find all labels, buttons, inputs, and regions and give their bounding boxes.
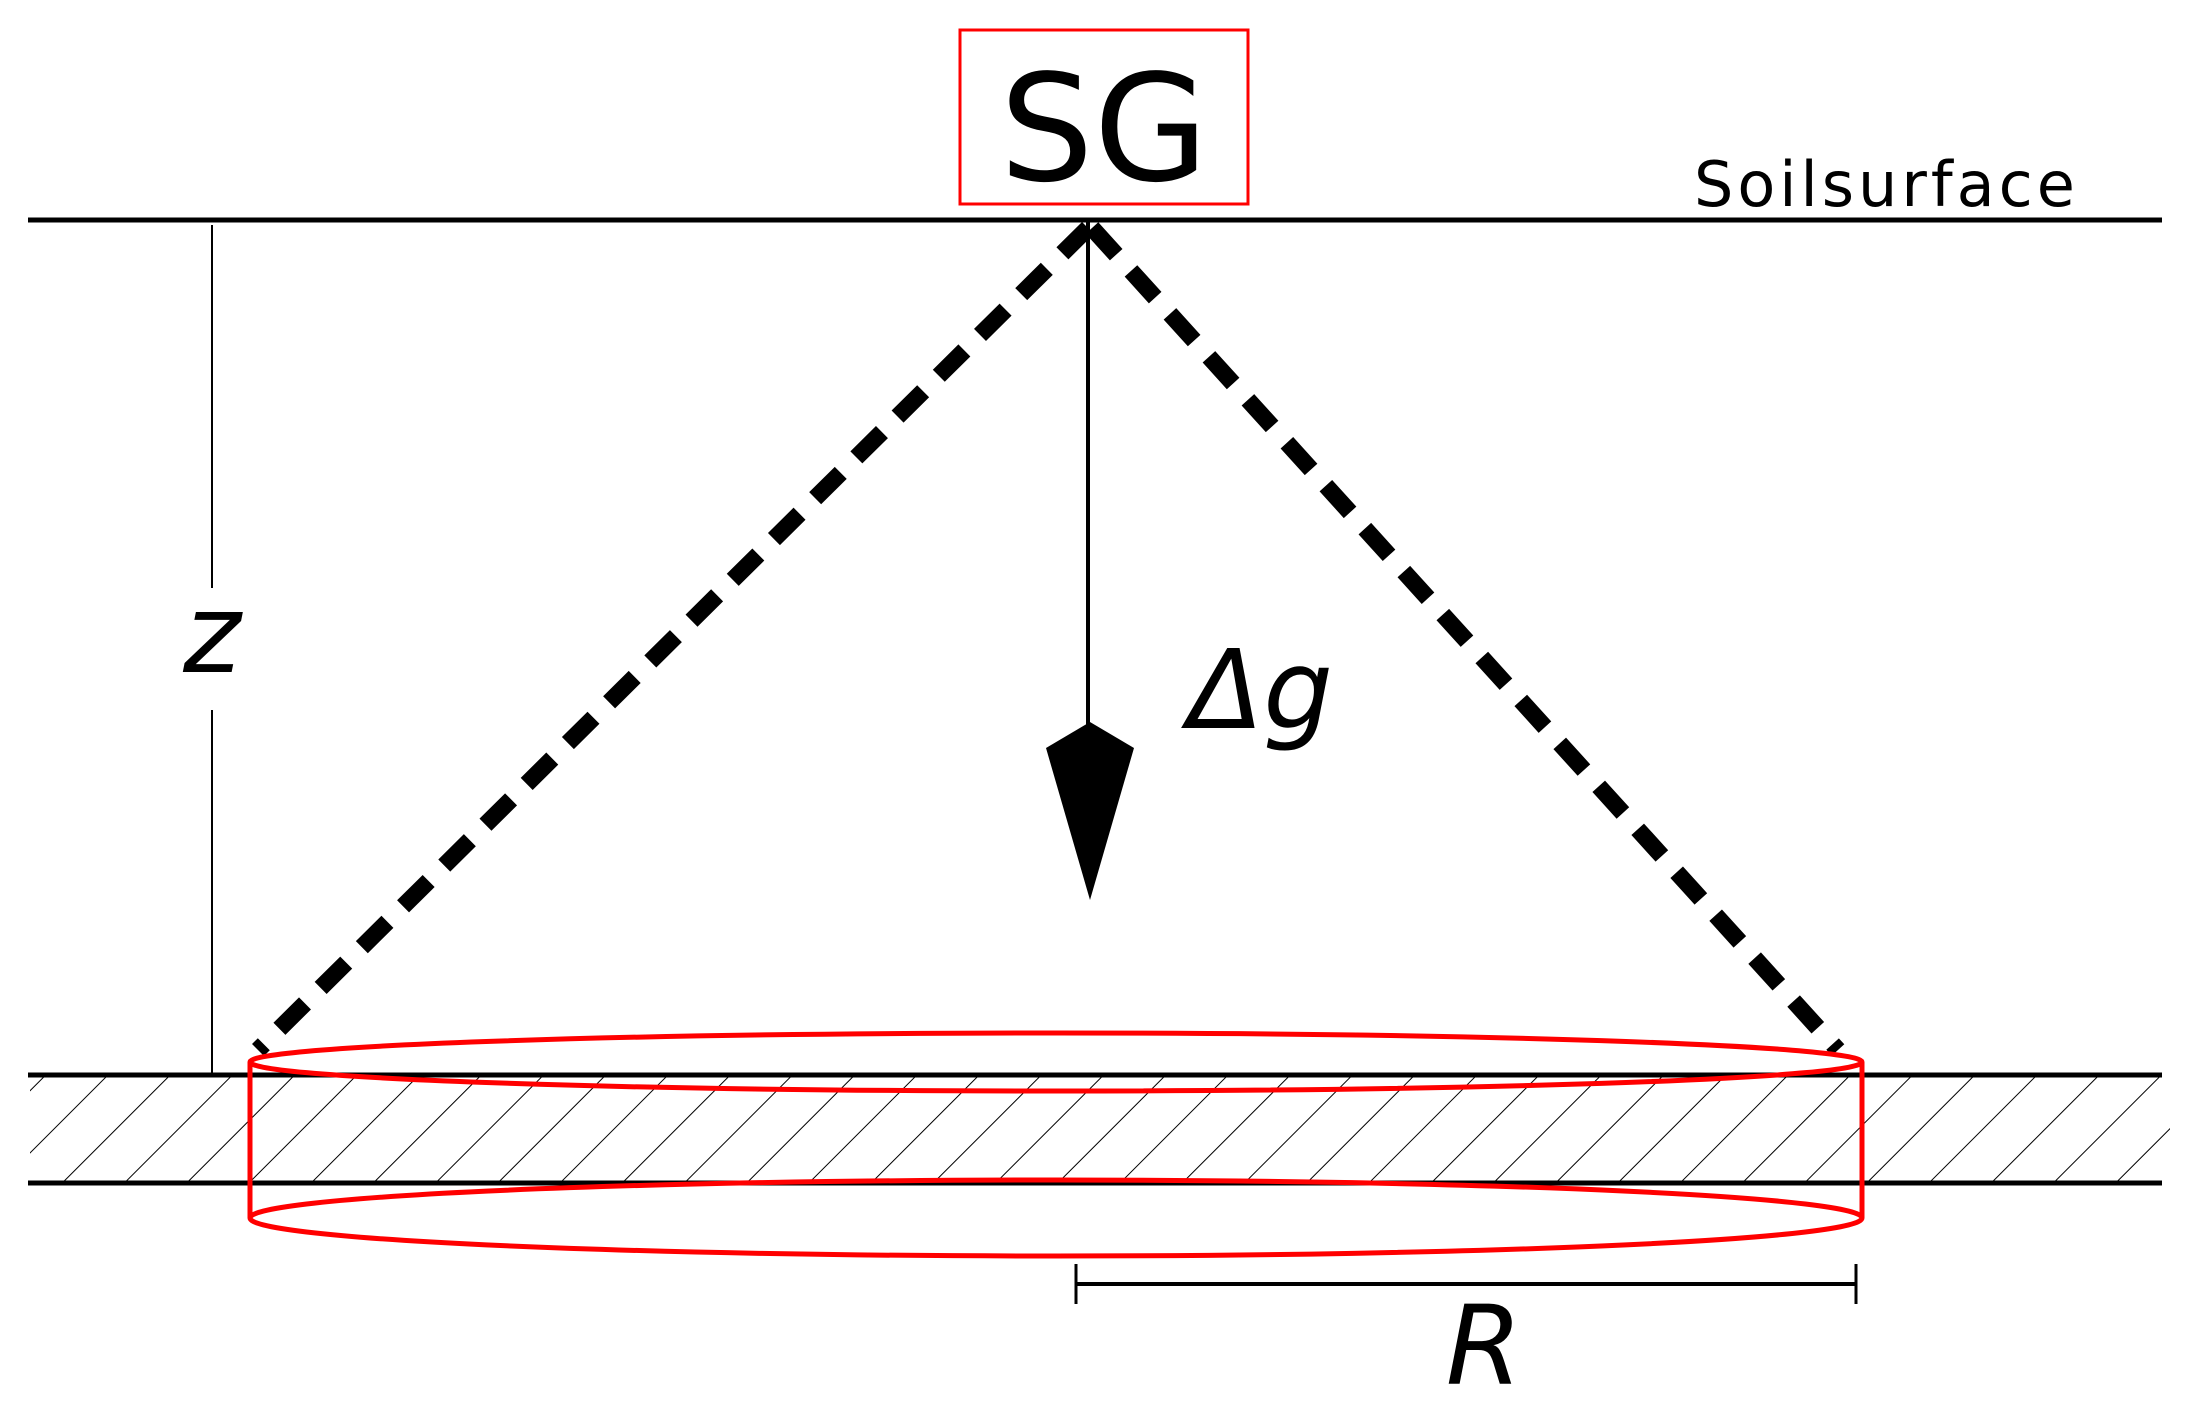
gravity-arrowhead bbox=[1046, 722, 1134, 900]
cylinder-bottom-ellipse bbox=[247, 1177, 1865, 1259]
radius-label: R bbox=[1446, 1282, 1522, 1410]
sg-box bbox=[958, 28, 1250, 206]
cylinder-top-ellipse bbox=[247, 1030, 1865, 1094]
depth-label: z bbox=[182, 570, 243, 698]
soil-surface-label: Soilsurface bbox=[1694, 148, 2079, 221]
soil-layer-hatching bbox=[30, 1076, 2170, 1182]
cone-right-dashed-line bbox=[1085, 222, 1845, 1056]
gravity-change-label: Δg bbox=[1181, 626, 1333, 754]
sg-label: SG bbox=[1000, 43, 1209, 215]
cone-left-dashed-line bbox=[252, 221, 1094, 1057]
